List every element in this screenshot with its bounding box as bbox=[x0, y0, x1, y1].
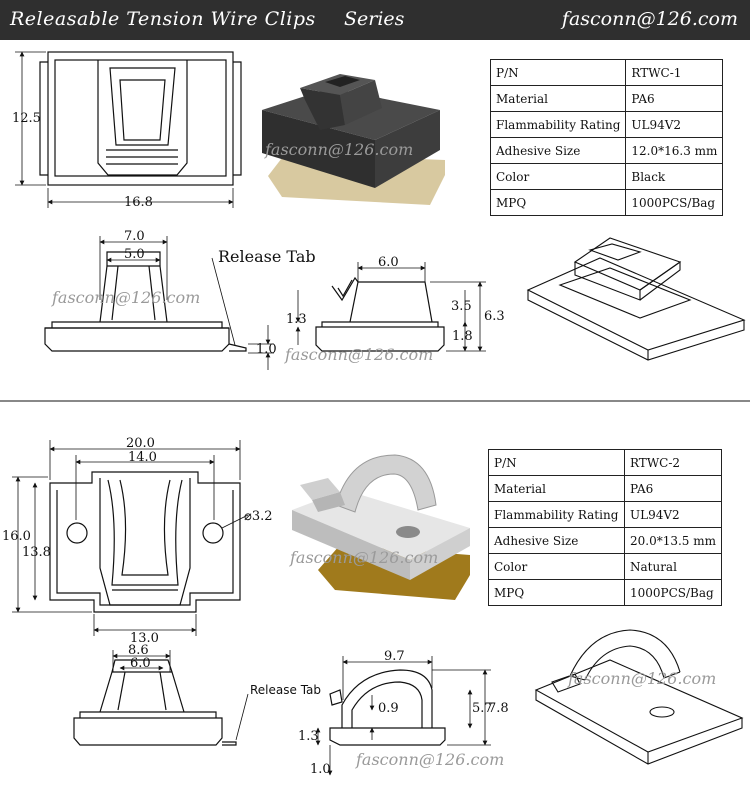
dim-rtwc2-top-inner: 14.0 bbox=[128, 450, 157, 465]
dim-rtwc2-side-09: 0.9 bbox=[378, 701, 399, 716]
dim-rtwc2-bottom-width: 13.0 bbox=[130, 631, 159, 646]
dim-rtwc1-top-height: 12.5 bbox=[12, 111, 41, 126]
dim-rtwc1-top-width: 16.8 bbox=[124, 195, 153, 210]
dim-rtwc2-height-outer: 16.0 bbox=[2, 529, 31, 544]
watermark: fasconn@126.com bbox=[289, 548, 438, 567]
page-title: Releasable Tension Wire Clips bbox=[10, 8, 316, 30]
rtwc2-top-view bbox=[49, 471, 241, 613]
spec-value: 1000PCS/Bag bbox=[623, 579, 723, 606]
dim-rtwc2-side-57: 5.7 bbox=[472, 701, 493, 716]
dim-rtwc2-front-inner: 6.0 bbox=[130, 656, 151, 671]
spec-key: Flammability Rating bbox=[489, 111, 627, 138]
spec-value: RTWC-1 bbox=[625, 59, 724, 86]
spec-key: P/N bbox=[489, 59, 627, 86]
spec-value: RTWC-2 bbox=[623, 449, 723, 476]
series-label: Series bbox=[344, 8, 405, 30]
dim-rtwc2-side-78: 7.8 bbox=[488, 701, 509, 716]
dim-rtwc1-side-left: 1.3 bbox=[286, 312, 307, 327]
rtwc1-top-view bbox=[39, 51, 242, 186]
spec-key: P/N bbox=[488, 449, 625, 476]
release-tab-label-2: Release Tab bbox=[250, 683, 321, 697]
watermark: fasconn@126.com bbox=[284, 345, 433, 364]
spec-key: Color bbox=[488, 553, 625, 580]
dim-rtwc2-hole: ⌀3.2 bbox=[244, 509, 273, 524]
watermark: fasconn@126.com bbox=[264, 140, 413, 159]
rtwc1-side-view bbox=[315, 276, 445, 352]
spec-value: Black bbox=[625, 163, 724, 190]
spec-value: 1000PCS/Bag bbox=[625, 189, 724, 216]
dim-rtwc2-top-width: 20.0 bbox=[126, 436, 155, 451]
dim-rtwc2-side-top: 9.7 bbox=[384, 649, 405, 664]
spec-key: Color bbox=[489, 163, 627, 190]
spec-value: Natural bbox=[623, 553, 723, 580]
rtwc2-line-render bbox=[534, 629, 744, 765]
dim-rtwc1-front-outer: 7.0 bbox=[124, 229, 145, 244]
spec-key: Material bbox=[489, 85, 627, 112]
rtwc2-front-view bbox=[73, 659, 237, 746]
spec-value: UL94V2 bbox=[623, 501, 723, 528]
dim-rtwc1-side-total: 6.3 bbox=[484, 309, 505, 324]
spec-value: UL94V2 bbox=[625, 111, 724, 138]
dim-rtwc1-base: 1.0 bbox=[256, 342, 277, 357]
spec-key: MPQ bbox=[488, 579, 625, 606]
dim-rtwc1-side-base: 1.8 bbox=[452, 329, 473, 344]
dim-rtwc1-front-inner: 5.0 bbox=[124, 247, 145, 262]
section-divider bbox=[0, 400, 750, 402]
spec-key: Adhesive Size bbox=[489, 137, 627, 164]
dim-rtwc1-side-35: 3.5 bbox=[451, 299, 472, 314]
dim-rtwc2-front-outer: 8.6 bbox=[128, 643, 149, 658]
spec-value: PA6 bbox=[623, 475, 723, 502]
rtwc1-product-render bbox=[262, 74, 445, 205]
spec-key: Material bbox=[488, 475, 625, 502]
spec-value: 20.0*13.5 mm bbox=[623, 527, 723, 554]
watermark: fasconn@126.com bbox=[51, 288, 200, 307]
dim-rtwc2-side-10: 1.0 bbox=[310, 762, 331, 777]
rtwc2-side-view bbox=[329, 669, 446, 746]
watermark: fasconn@126.com bbox=[355, 750, 504, 769]
header-banner: Releasable Tension Wire Clips Series fas… bbox=[0, 0, 750, 40]
rtwc1-front-view bbox=[44, 251, 247, 352]
rtwc1-line-render bbox=[526, 237, 746, 361]
spec-key: MPQ bbox=[489, 189, 627, 216]
watermark: fasconn@126.com bbox=[567, 669, 716, 688]
rtwc2-product-render bbox=[292, 454, 470, 600]
dim-rtwc1-side-top: 6.0 bbox=[378, 255, 399, 270]
spec-key: Flammability Rating bbox=[488, 501, 625, 528]
dim-rtwc2-height-inner: 13.8 bbox=[22, 545, 51, 560]
spec-value: 12.0*16.3 mm bbox=[625, 137, 724, 164]
spec-value: PA6 bbox=[625, 85, 724, 112]
dim-rtwc2-side-13: 1.3 bbox=[298, 729, 319, 744]
spec-key: Adhesive Size bbox=[488, 527, 625, 554]
contact-email: fasconn@126.com bbox=[561, 8, 738, 30]
release-tab-label-1: Release Tab bbox=[218, 247, 316, 266]
